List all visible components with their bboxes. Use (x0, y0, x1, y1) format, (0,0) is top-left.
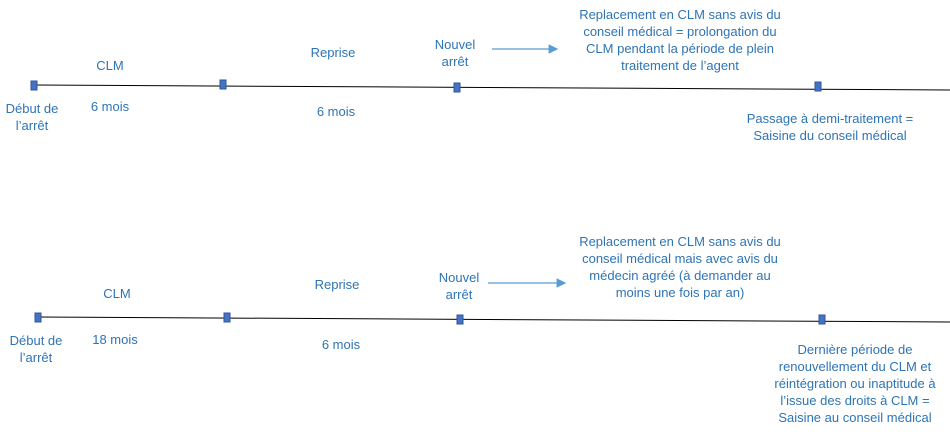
timeline-1-clm-duration: 6 mois (90, 99, 130, 114)
timeline-1-clm-label: CLM (96, 58, 124, 73)
timeline-2-reprise-duration: 6 mois (321, 337, 361, 352)
timeline-1-nouvel-arret-label: Nouvel arrêt (434, 37, 476, 69)
timeline-1-axis (33, 84, 950, 91)
timeline-1-reprise-label: Reprise (310, 45, 356, 60)
timeline-2-replacement-note: Replacement en CLM sans avis du conseil … (579, 234, 781, 300)
timeline-2-end-note: Dernière période de renouvellement du CL… (774, 342, 936, 425)
timeline-1-marker-start (30, 80, 38, 91)
timeline-2-marker-clm-end (223, 312, 231, 323)
timeline-2-start-label: Début de l’arrêt (9, 333, 63, 365)
timeline-2-reprise-label: Reprise (314, 277, 360, 292)
timeline-2-marker-end (818, 314, 826, 325)
timeline-1-end-note: Passage à demi-traitement = Saisine du c… (746, 111, 914, 143)
timeline-1-marker-clm-end (219, 79, 227, 90)
timeline-2-clm-duration: 18 mois (92, 332, 138, 347)
timeline-1-replacement-note: Replacement en CLM sans avis du conseil … (579, 7, 781, 73)
timeline-2-nouvel-arret-label: Nouvel arrêt (438, 270, 480, 302)
timeline-1-marker-demi-traitement (814, 81, 822, 92)
timeline-2-axis (37, 316, 950, 323)
timeline-1-start-label: Début de l’arrêt (5, 101, 59, 133)
timeline-1-marker-nouvel-arret (453, 82, 461, 93)
timeline-2-marker-start (34, 312, 42, 323)
timeline-2-clm-label: CLM (103, 286, 131, 301)
timeline-1-reprise-duration: 6 mois (316, 104, 356, 119)
timeline-2-marker-nouvel-arret (456, 314, 464, 325)
